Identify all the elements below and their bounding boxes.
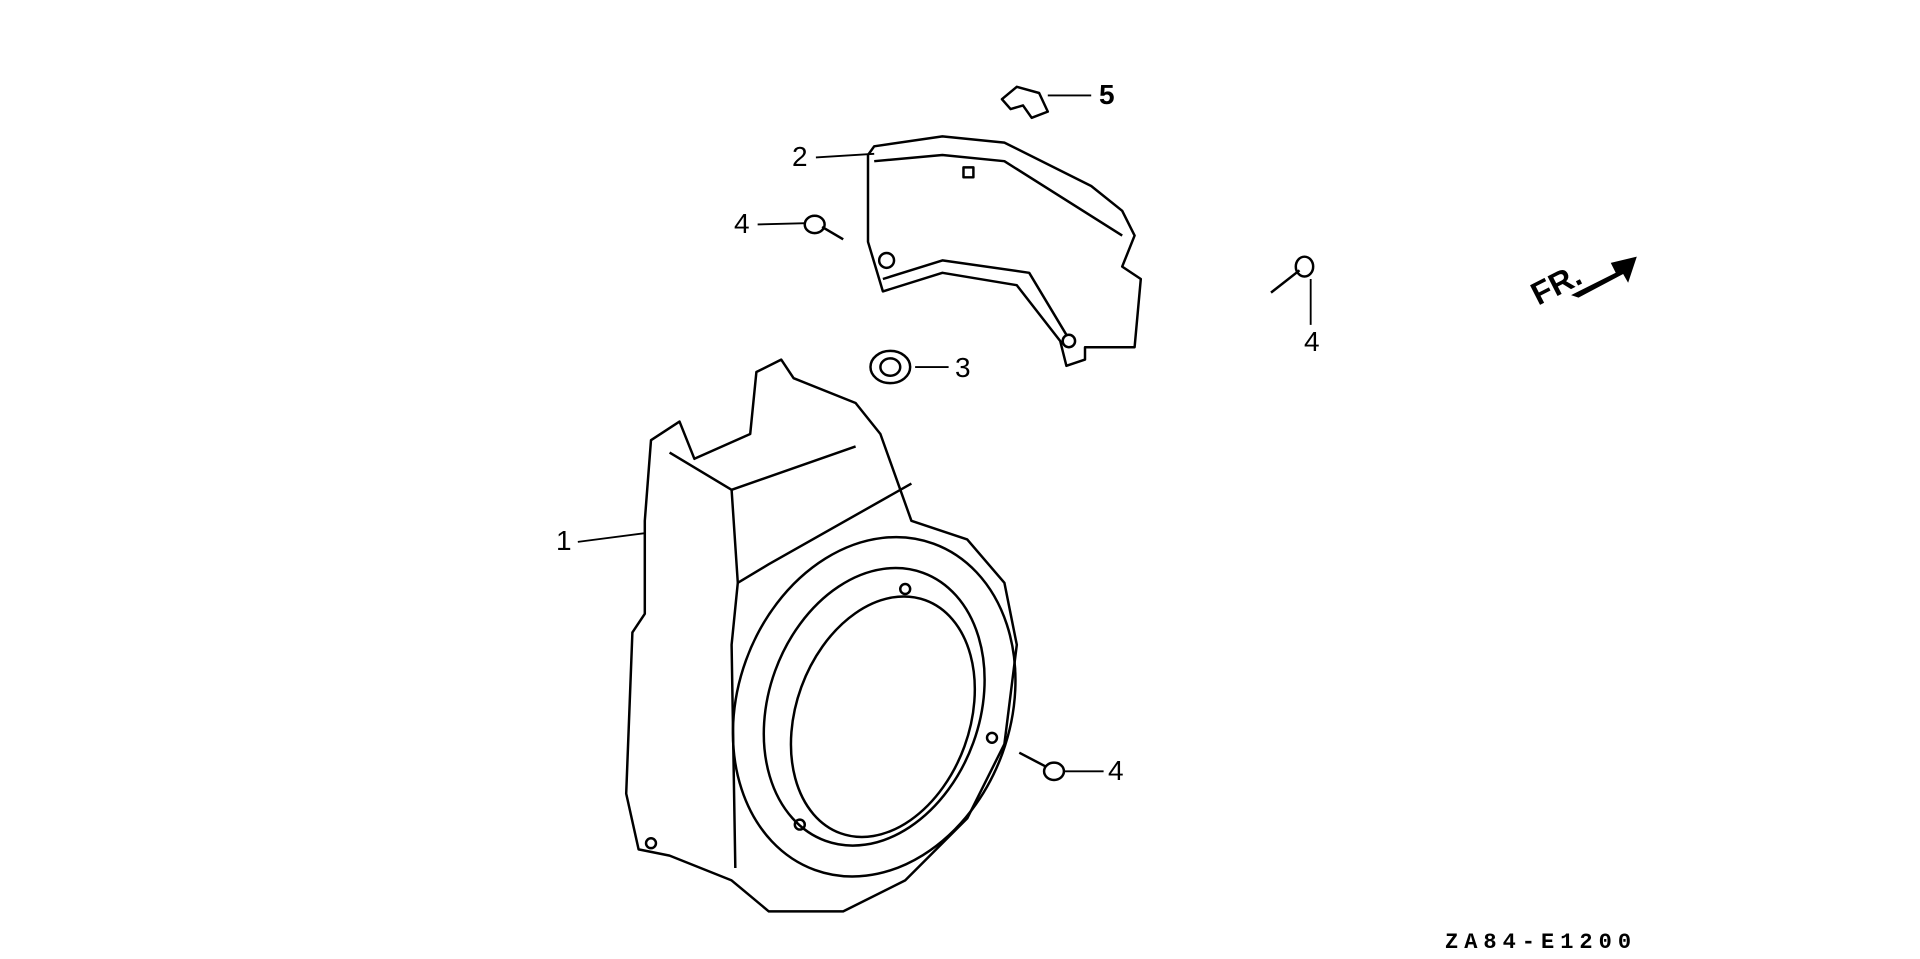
bolt-part — [1270, 255, 1315, 294]
callout-5: 5 — [1099, 79, 1115, 110]
diagram-code: ZA84-E1200 — [1445, 930, 1638, 955]
leader-lines — [577, 94, 1312, 773]
bolt-part — [803, 214, 844, 241]
bolt-part — [1018, 751, 1066, 782]
callout-4: 4 — [734, 208, 750, 239]
callout-3: 3 — [955, 352, 971, 383]
fan-cover-part — [624, 358, 1019, 913]
callout-2: 2 — [792, 141, 808, 172]
callout-1: 1 — [556, 525, 572, 556]
cover-plate-part — [866, 135, 1143, 368]
clip-part — [1000, 85, 1050, 120]
grommet-part — [869, 349, 912, 385]
callout-4: 4 — [1304, 326, 1320, 357]
front-arrow-icon — [1571, 256, 1637, 298]
callout-4: 4 — [1108, 755, 1124, 786]
